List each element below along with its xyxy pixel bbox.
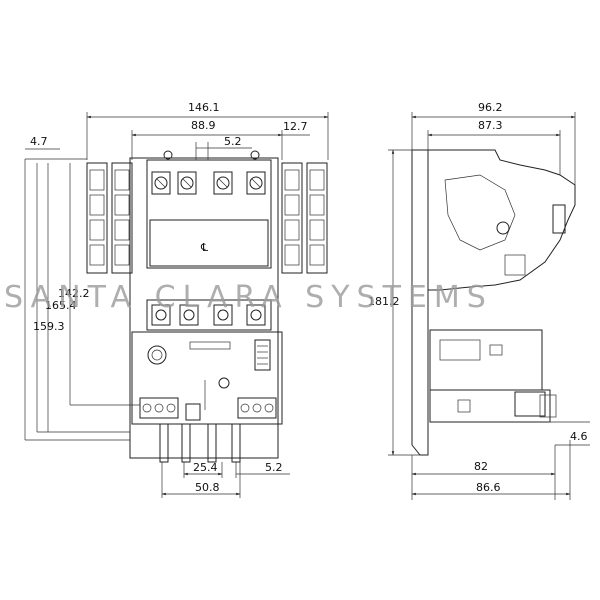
side-view: 96.2 87.3 181.2 4.6 82 86.6: [368, 101, 590, 500]
dim-overall-width: 146.1: [188, 101, 220, 114]
coil-housing: [146, 159, 272, 269]
dim-inner-width: 88.9: [191, 119, 216, 132]
overload-relay: [131, 331, 283, 425]
dim-side-inner-depth: 87.3: [478, 119, 503, 132]
dim-side-base-depth: 82: [474, 460, 488, 473]
dim-terminal-pitch: 5.2: [224, 135, 242, 148]
bottom-leads: [159, 423, 241, 463]
top-screw-left: [163, 150, 173, 160]
right-aux-blocks: [281, 162, 328, 274]
top-screw-right: [250, 150, 260, 160]
dim-left-offset: 4.7: [30, 135, 48, 148]
dim-height-mid: 159.3: [33, 320, 65, 333]
front-view: ℄: [24, 101, 329, 498]
dim-bottom-total: 50.8: [195, 481, 220, 494]
mid-terminals: [146, 299, 272, 331]
dim-side-bottom-offset: 4.6: [570, 430, 588, 443]
dim-side-overall-depth: 96.2: [478, 101, 503, 114]
dim-bottom-slot: 5.2: [265, 461, 283, 474]
dim-side-base-total: 86.6: [476, 481, 501, 494]
dim-height-inner: 142.2: [58, 287, 90, 300]
left-aux-blocks: [86, 162, 133, 274]
dim-side-height: 181.2: [368, 295, 400, 308]
coil-window: [149, 219, 269, 267]
watermark-text: SANTA CLARA SYSTEMS: [4, 280, 493, 315]
dim-bottom-spacing: 25.4: [193, 461, 218, 474]
front-body-outline: [129, 157, 279, 459]
top-terminals: [151, 171, 266, 195]
mounting-plate: [411, 149, 429, 456]
center-mark: ℄: [200, 241, 208, 254]
upper-housing: [427, 149, 576, 291]
dim-side-block: 12.7: [283, 120, 308, 133]
dim-height-overall: 165.4: [45, 299, 77, 312]
